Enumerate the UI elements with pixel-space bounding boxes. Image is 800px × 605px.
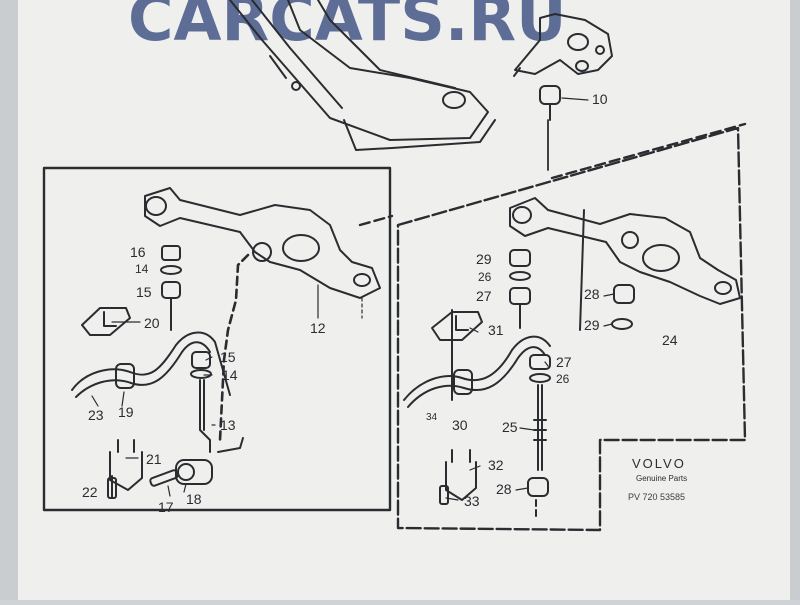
callout-28b: 28 [496,481,512,497]
control-arm-left [144,187,381,299]
callout-31: 31 [488,322,504,338]
link-rod-right [527,384,549,521]
stabilizer-bar-right [403,335,551,408]
bolt-bushing-left [149,459,213,487]
callout-25: 25 [502,419,518,435]
callout-13: 13 [220,417,236,433]
stabilizer-bar-left [71,331,231,398]
callout-14a: 14 [135,262,149,276]
callout-15a: 15 [136,284,152,300]
callout-16: 16 [130,244,146,260]
callout-17: 17 [158,499,174,515]
right-panel-frame [396,126,747,532]
callout-29a: 29 [476,251,492,267]
brand-subtitle: Genuine Parts [636,474,687,483]
callout-23: 23 [88,407,104,423]
callout-27a: 27 [476,288,492,304]
callout-19: 19 [118,404,134,420]
callout-33: 33 [464,493,480,509]
callout-10: 10 [592,91,608,107]
callout-18: 18 [186,491,202,507]
callout-28a: 28 [584,286,600,302]
callout-26b: 26 [556,372,570,386]
brand-block: VOLVO Genuine Parts PV 720 53585 [628,456,687,502]
subframe-drawing [229,0,496,151]
brand-logo: VOLVO [632,456,686,471]
bracket-21 [107,439,143,499]
callout-32: 32 [488,457,504,473]
callout-22: 22 [82,484,98,500]
callout-26a: 26 [478,270,492,284]
leader-lines [91,97,615,501]
dashed-connector-left [218,253,250,442]
callout-14b: 14 [222,367,238,383]
callout-24: 24 [662,332,678,348]
bracket-32 [439,449,477,505]
control-arm-right [509,197,741,305]
watermark-text: CARCATS.RU [128,0,566,55]
callout-12: 12 [310,320,326,336]
callout-29b: 29 [584,317,600,333]
callout-20: 20 [144,315,160,331]
callout-15b: 15 [220,349,236,365]
left-panel-frame [42,166,392,512]
callout-27b: 27 [556,354,572,370]
callout-30: 30 [452,417,468,433]
bushing-stack-left [160,245,182,331]
bracket-20 [81,307,131,336]
callouts: 10 12 13 14 14 15 15 16 17 18 19 20 21 2… [82,91,678,515]
reference-code: PV 720 53585 [628,492,685,502]
bracket-31 [431,311,483,341]
paper-sheet [18,0,790,600]
upper-bracket-drawing [513,13,613,171]
callout-34: 34 [426,412,438,423]
callout-21: 21 [146,451,162,467]
link-rod-left [199,379,244,453]
